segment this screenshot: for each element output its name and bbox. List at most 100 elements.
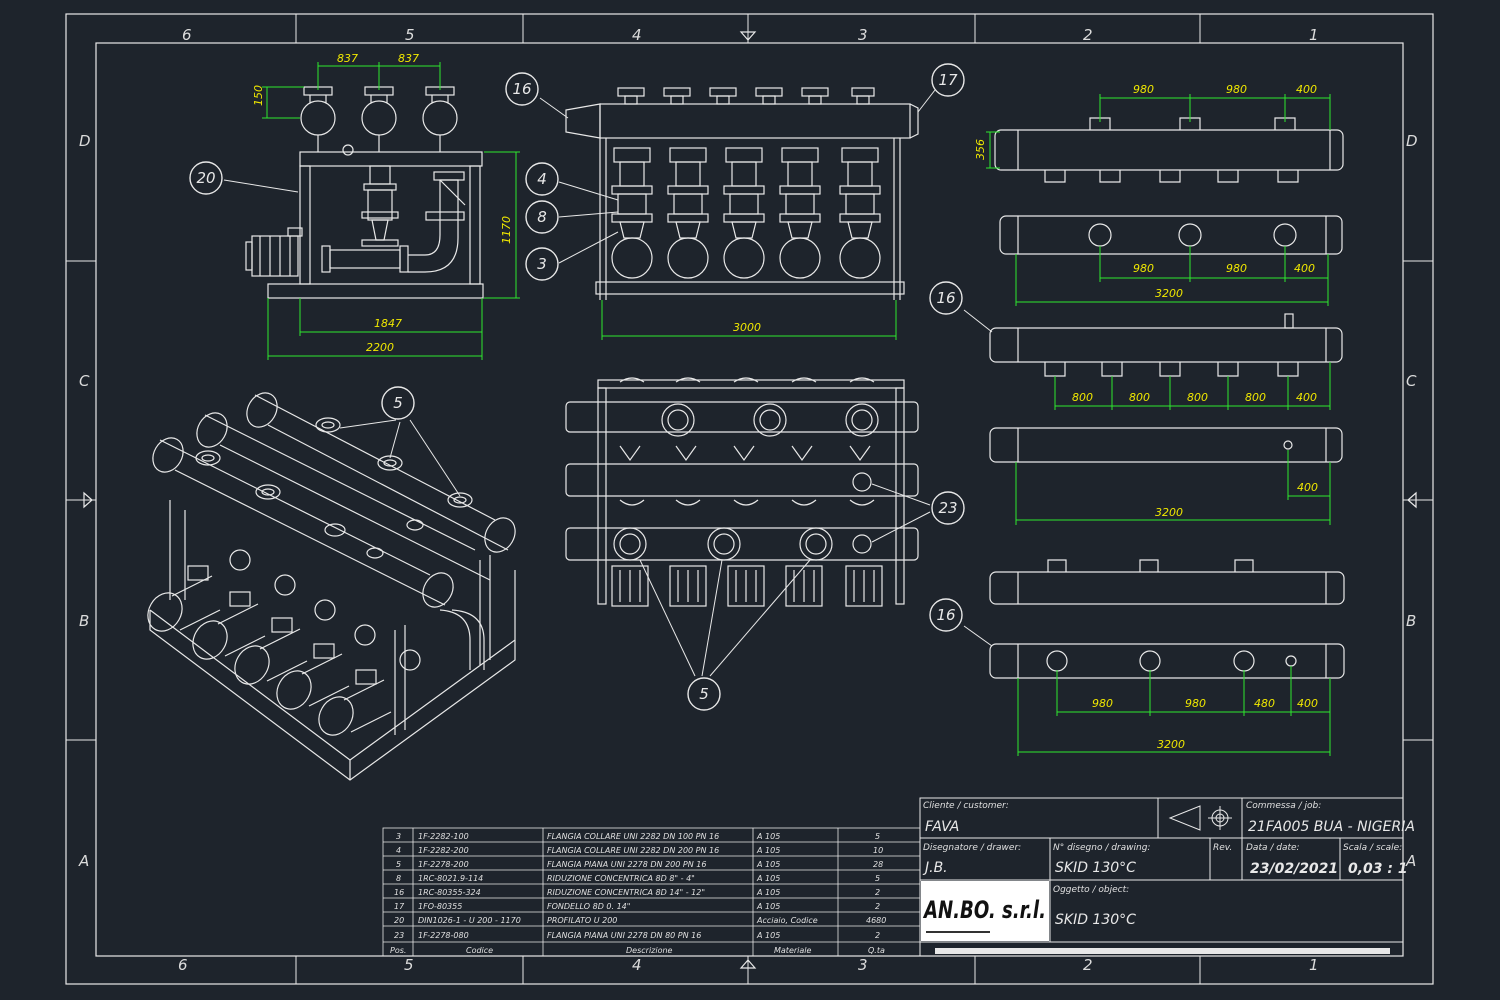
- balloon-3: 3: [525, 247, 559, 281]
- balloon-label: 3: [537, 255, 547, 273]
- isometric-view: [147, 392, 516, 781]
- balloon-16: 16: [505, 72, 539, 106]
- zone-label: B: [1406, 612, 1416, 630]
- leader-lines: [223, 89, 993, 677]
- dim-1170: 1170: [500, 216, 513, 244]
- dim-800: 800: [1129, 391, 1150, 404]
- bom-header-code: Codice: [466, 946, 493, 955]
- bom-code: 1F-2282-200: [418, 846, 469, 855]
- bom-code: 1RC-8021.9-114: [418, 874, 483, 883]
- manifold-view-3: 800 800 800 800 400: [989, 313, 1343, 410]
- balloon-17: 17: [931, 63, 965, 97]
- zone-label: 1: [1309, 956, 1319, 974]
- cliente-value: FAVA: [925, 819, 959, 835]
- bom-pos: 23: [394, 931, 404, 940]
- dim-3200: 3200: [1157, 738, 1185, 751]
- zone-label: 3: [858, 26, 868, 44]
- bom-desc: RIDUZIONE CONCENTRICA 8D 14" - 12": [547, 888, 705, 897]
- company-logo: AN.BO. s.r.l.: [921, 881, 1049, 941]
- bom-desc: FLANGIA COLLARE UNI 2282 DN 200 PN 16: [547, 846, 719, 855]
- dim-400: 400: [1296, 391, 1317, 404]
- front-pumps: [611, 147, 881, 279]
- bom-mat: A 105: [756, 832, 780, 841]
- bom-qty: 28: [873, 860, 883, 869]
- bom-header-qty: Q.ta: [868, 946, 885, 955]
- balloon-label: 23: [938, 499, 957, 517]
- dim-400: 400: [1297, 481, 1318, 494]
- bom-row: 23 1F-2278-080 FLANGIA PIANA UNI 2278 DN…: [394, 931, 880, 940]
- bom-header-mat: Materiale: [774, 946, 812, 955]
- bom-desc: RIDUZIONE CONCENTRICA 8D 8" - 4": [547, 874, 695, 883]
- scala-label: Scala / scale:: [1343, 843, 1402, 853]
- dim-980: 980: [1133, 262, 1154, 275]
- balloon-5: 5: [381, 386, 415, 420]
- bom-qty: 5: [875, 832, 880, 841]
- scala-value: 0,03 : 1: [1348, 861, 1408, 877]
- zone-label: 3: [858, 956, 868, 974]
- bom-mat: A 105: [756, 931, 780, 940]
- dim-837-a: 837: [337, 52, 358, 65]
- zone-label: A: [1405, 852, 1416, 870]
- balloon-label: 16: [936, 289, 955, 307]
- zone-label: 5: [404, 956, 414, 974]
- dim-2200: 2200: [366, 341, 394, 354]
- zone-label: 2: [1083, 26, 1093, 44]
- zone-labels-bottom: 6 5 4 3 2 1: [178, 956, 1319, 974]
- commessa-label: Commessa / job:: [1246, 801, 1321, 811]
- dim-800: 800: [1245, 391, 1266, 404]
- balloon-label: 17: [938, 71, 958, 89]
- zone-labels-left: D C B A: [78, 132, 91, 870]
- balloon-23: 23: [931, 491, 965, 525]
- zone-label: B: [79, 612, 89, 630]
- zone-label: 4: [632, 26, 642, 44]
- balloon-16: 16: [929, 281, 963, 315]
- dim-400: 400: [1296, 83, 1317, 96]
- bom-desc: FONDELLO 8D 0. 14": [547, 902, 630, 911]
- bom-pos: 8: [396, 874, 401, 883]
- dim-800: 800: [1072, 391, 1093, 404]
- balloon-16: 16: [929, 598, 963, 632]
- bom-pos: 16: [394, 888, 404, 897]
- bom-code: 1FO-80355: [418, 902, 462, 911]
- zone-label: 6: [182, 26, 192, 44]
- bom-mat: A 105: [756, 874, 780, 883]
- data-value: 23/02/2021: [1250, 861, 1338, 877]
- bom-row: 20 DIN1026-1 - U 200 - 1170 PROFILATO U …: [394, 916, 886, 925]
- projection-symbol: [1168, 805, 1232, 831]
- zone-label: C: [1406, 372, 1417, 390]
- side-view: 837 837 150 1170 1847 2200: [245, 52, 520, 360]
- bom-mat: A 105: [756, 888, 780, 897]
- balloon-20: 20: [189, 161, 223, 195]
- bom-row: 4 1F-2282-200 FLANGIA COLLARE UNI 2282 D…: [396, 846, 883, 855]
- dim-3200: 3200: [1155, 287, 1183, 300]
- manifold-view-1: 980 980 400 356: [974, 83, 1344, 183]
- top-view: [565, 377, 919, 607]
- disegnatore-value: J.B.: [922, 860, 948, 876]
- zone-labels-right: D C B A: [1405, 132, 1418, 870]
- zone-label: 1: [1309, 26, 1319, 44]
- logo-text: AN.BO. s.r.l.: [922, 896, 1046, 924]
- dim-3000: 3000: [733, 321, 761, 334]
- bom-row: 16 1RC-80355-324 RIDUZIONE CONCENTRICA 8…: [394, 888, 880, 897]
- data-label: Data / date:: [1246, 843, 1300, 853]
- bom-qty: 5: [875, 874, 880, 883]
- balloon-5: 5: [687, 677, 721, 711]
- dim-1847: 1847: [374, 317, 402, 330]
- bom-pos: 17: [394, 902, 405, 911]
- bom-row: 8 1RC-8021.9-114 RIDUZIONE CONCENTRICA 8…: [396, 874, 880, 883]
- bill-of-materials: 3 1F-2282-100 FLANGIA COLLARE UNI 2282 D…: [382, 827, 921, 957]
- oggetto-label: Oggetto / object:: [1053, 885, 1129, 895]
- bom-header-desc: Descrizione: [626, 946, 673, 955]
- bom-desc: PROFILATO U 200: [547, 916, 617, 925]
- zone-label: 4: [632, 956, 642, 974]
- bom-header: Pos. Codice Descrizione Materiale Q.ta: [390, 946, 885, 955]
- cliente-label: Cliente / customer:: [923, 801, 1009, 811]
- zone-label: 6: [178, 956, 188, 974]
- zone-label: 5: [405, 26, 415, 44]
- bom-pos: 4: [396, 846, 401, 855]
- bom-qty: 2: [875, 888, 880, 897]
- bom-mat: Acciaio, Codice: [756, 916, 818, 925]
- front-view: 3000: [565, 87, 919, 340]
- balloon-label: 5: [393, 394, 403, 412]
